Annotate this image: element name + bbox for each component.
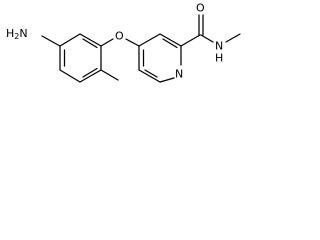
bond <box>79 33 102 47</box>
bond-amide-cn <box>200 34 214 43</box>
ether-oxygen-label: O <box>115 30 124 43</box>
bond-carbonyl-c <box>180 34 201 47</box>
amide-hydrogen-label: H <box>215 52 223 65</box>
bond <box>59 69 81 83</box>
bond-ether-1 <box>100 38 114 47</box>
molecule-structure: H2N O N O N H <box>0 0 250 117</box>
bond-n-methyl <box>225 33 241 43</box>
bond <box>59 33 81 47</box>
pyridine-ring <box>138 33 182 83</box>
amide-nitrogen-label: N <box>215 40 223 53</box>
bond <box>138 33 161 47</box>
bond <box>159 33 182 47</box>
bond-methyl <box>100 69 119 81</box>
bond <box>138 69 161 83</box>
double-bond-inner <box>162 38 178 49</box>
bond-amine <box>41 35 61 47</box>
bond-ether-2 <box>125 38 140 47</box>
amine-label: H2N <box>6 27 28 41</box>
benzene-ring <box>59 33 102 83</box>
bond <box>159 77 175 83</box>
pyridine-nitrogen-label: N <box>175 68 183 81</box>
double-bond-inner <box>82 38 98 49</box>
double-bond-inner <box>82 67 98 78</box>
bond <box>79 69 102 83</box>
carbonyl-oxygen-label: O <box>196 2 205 15</box>
double-bond-inner <box>144 69 158 78</box>
structure-svg: H2N O N O N H <box>6 2 241 83</box>
